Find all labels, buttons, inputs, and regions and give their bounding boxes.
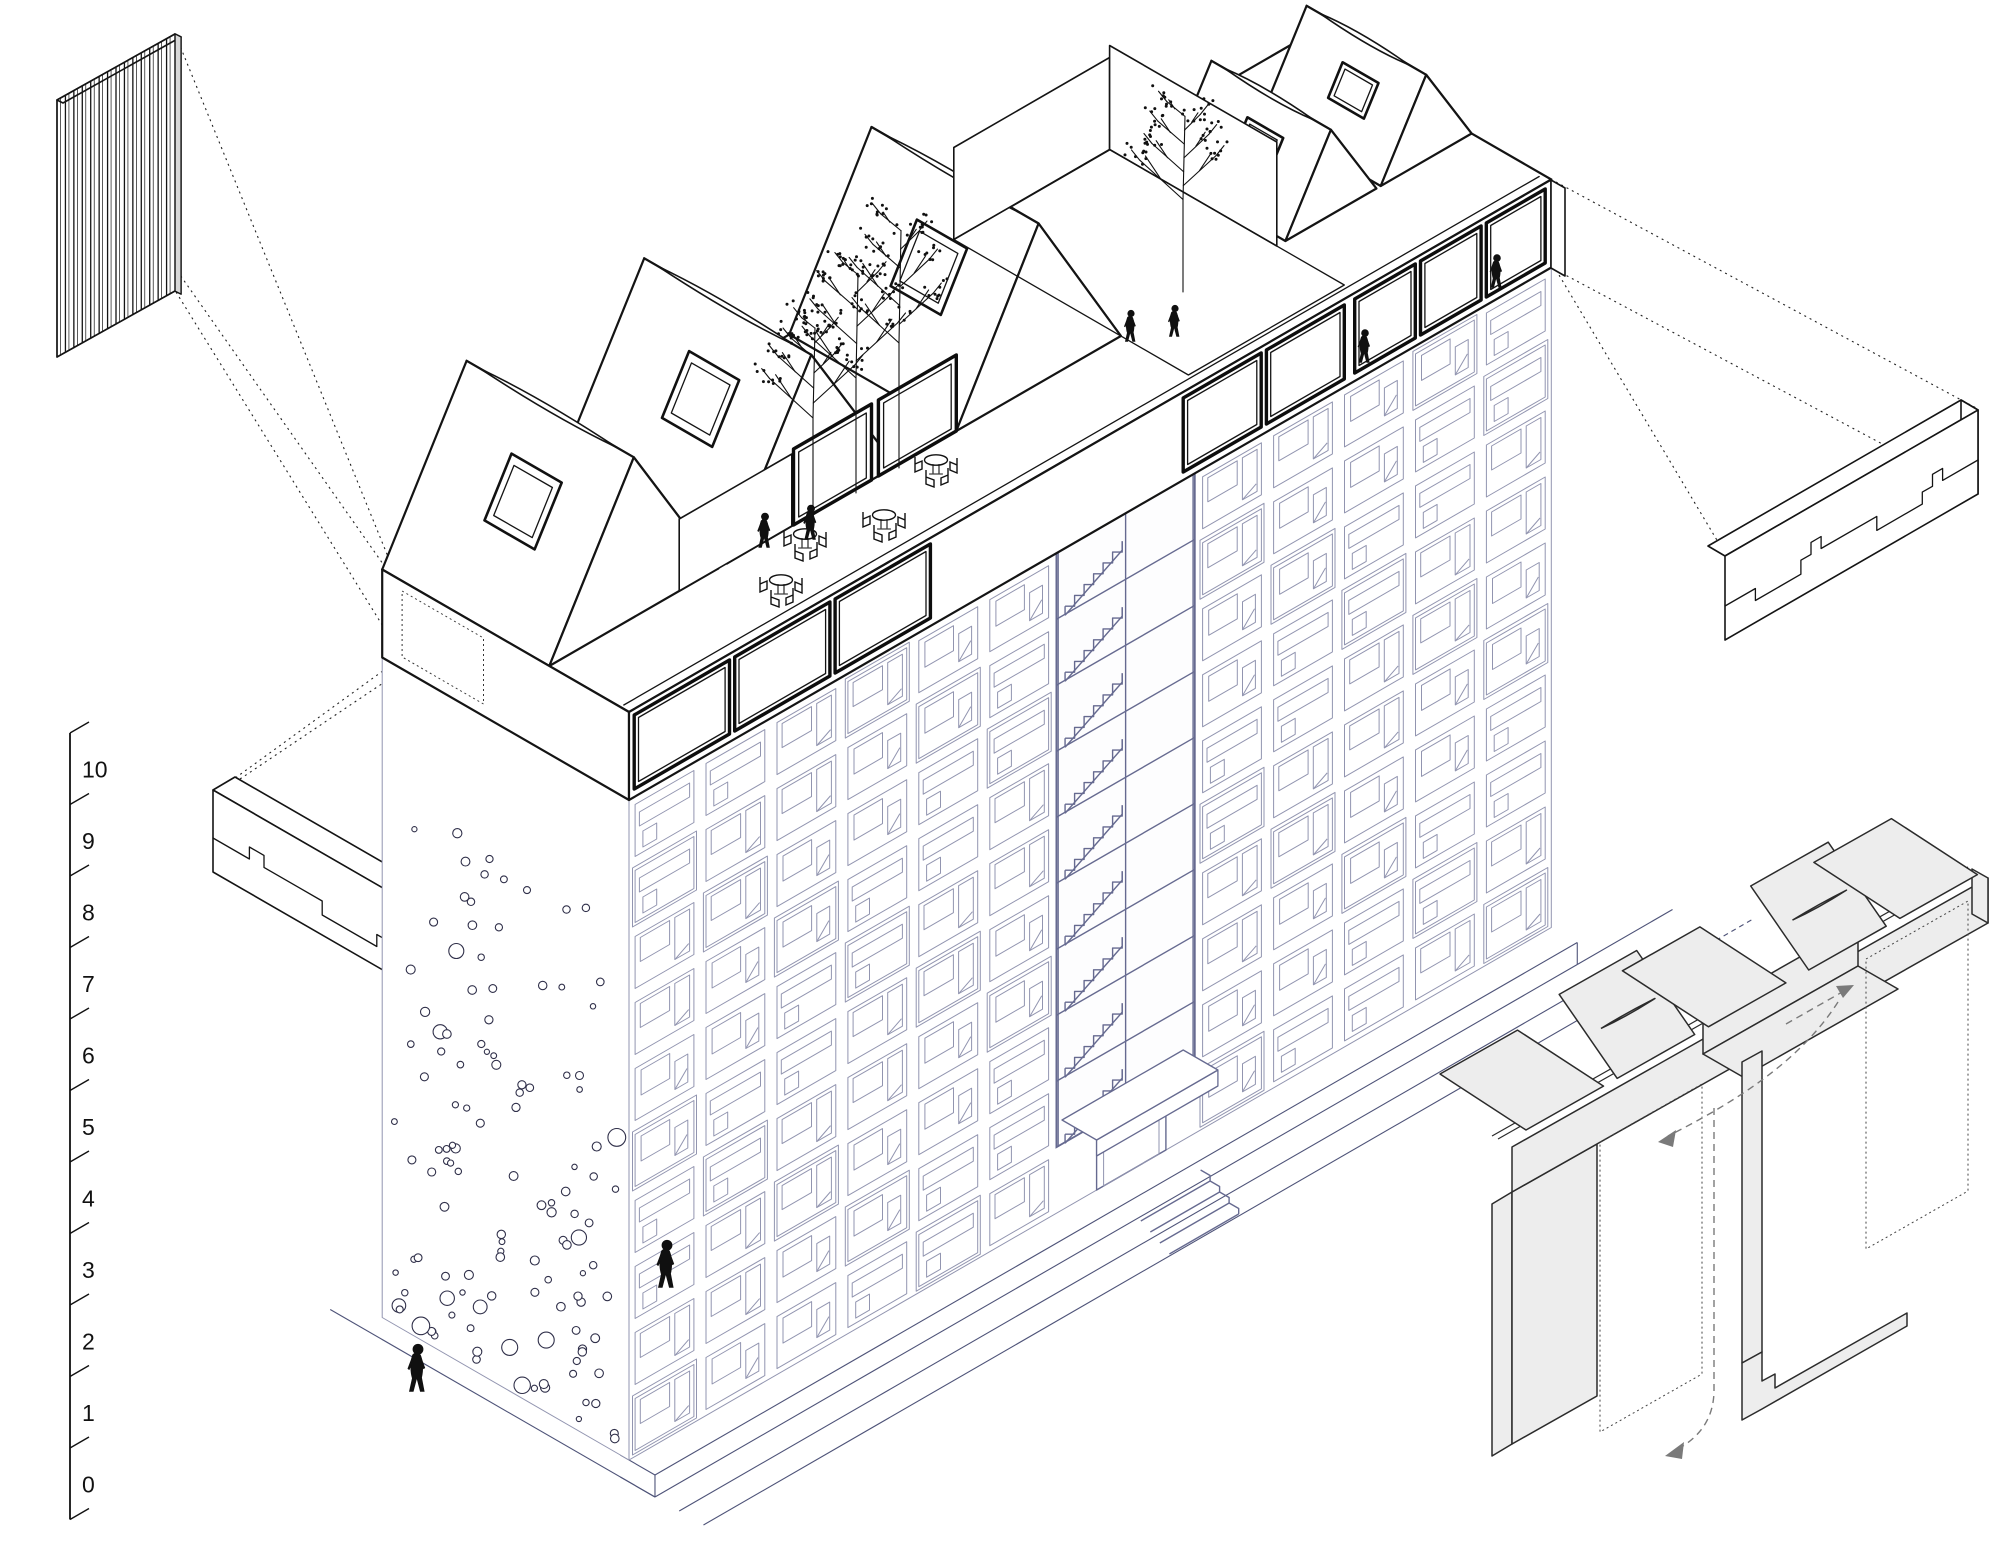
ruler-label-6: 6 [82, 1042, 95, 1068]
ground-plane [329, 909, 1752, 1526]
louver-screen-detail [56, 33, 182, 358]
floor-plate-right-detail [1707, 399, 1979, 641]
ruler-label-7: 7 [82, 971, 95, 997]
ruler-label-9: 9 [82, 828, 95, 854]
entrance [1061, 1049, 1240, 1255]
ruler-label-0: 0 [82, 1471, 95, 1497]
ruler-label-5: 5 [82, 1114, 95, 1140]
roof-terrace-furniture [753, 84, 1229, 608]
ruler-label-1: 1 [82, 1400, 95, 1426]
ruler-label-8: 8 [82, 899, 95, 925]
climbing-end-wall [381, 657, 630, 1461]
ruler-label-4: 4 [82, 1185, 95, 1211]
person-at-ground [407, 1343, 426, 1392]
roof-section-detail [1439, 817, 1989, 1459]
roof-assembly [381, 4, 1566, 802]
ruler-label-3: 3 [82, 1257, 95, 1283]
stair-core [1055, 471, 1196, 1149]
ruler-label-2: 2 [82, 1328, 95, 1354]
ruler-label-10: 10 [82, 756, 108, 782]
